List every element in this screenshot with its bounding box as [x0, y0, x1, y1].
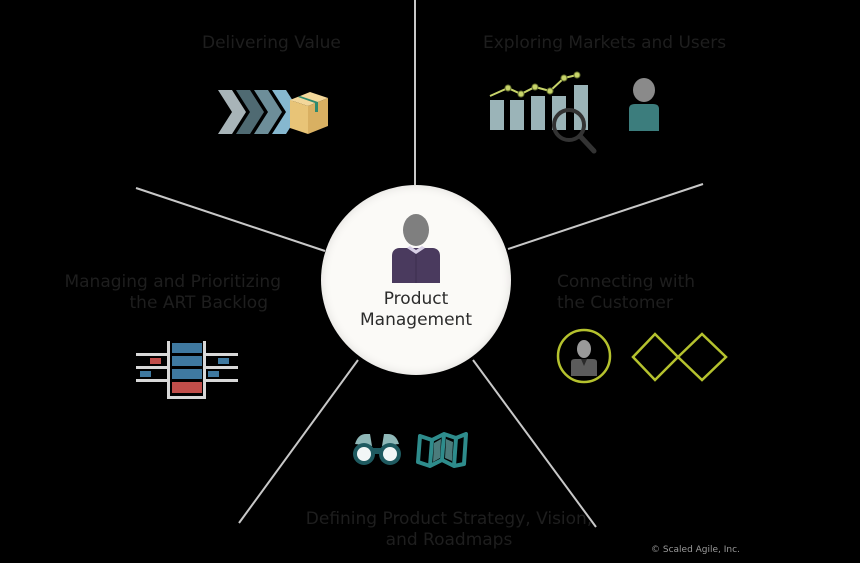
label-exploring-markets: Exploring Markets and Users: [483, 33, 727, 53]
package-box-icon: [290, 92, 328, 134]
map-icon: [416, 432, 468, 468]
double-diamond-icon: [631, 332, 728, 382]
label-connecting-customer: Connecting with the Customer: [557, 272, 696, 313]
user-icon: [629, 78, 659, 131]
bar-chart-magnifier-icon: [489, 71, 597, 154]
center-title: Product Management: [360, 289, 472, 330]
center-product-management: Product Management: [321, 185, 511, 375]
label-delivering-value: Delivering Value: [202, 33, 341, 53]
binoculars-icon: [353, 434, 401, 465]
label-defining-strategy: Defining Product Strategy, Vision, and R…: [305, 509, 593, 550]
label-managing-backlog: Managing and Prioritizing the ART Backlo…: [64, 272, 281, 313]
person-icon: [392, 214, 440, 283]
customer-circle-icon: [556, 328, 612, 384]
copyright-notice: © Scaled Agile, Inc.: [651, 545, 740, 555]
chevrons-arrow-icon: [218, 90, 300, 134]
backlog-icon: [136, 341, 238, 399]
